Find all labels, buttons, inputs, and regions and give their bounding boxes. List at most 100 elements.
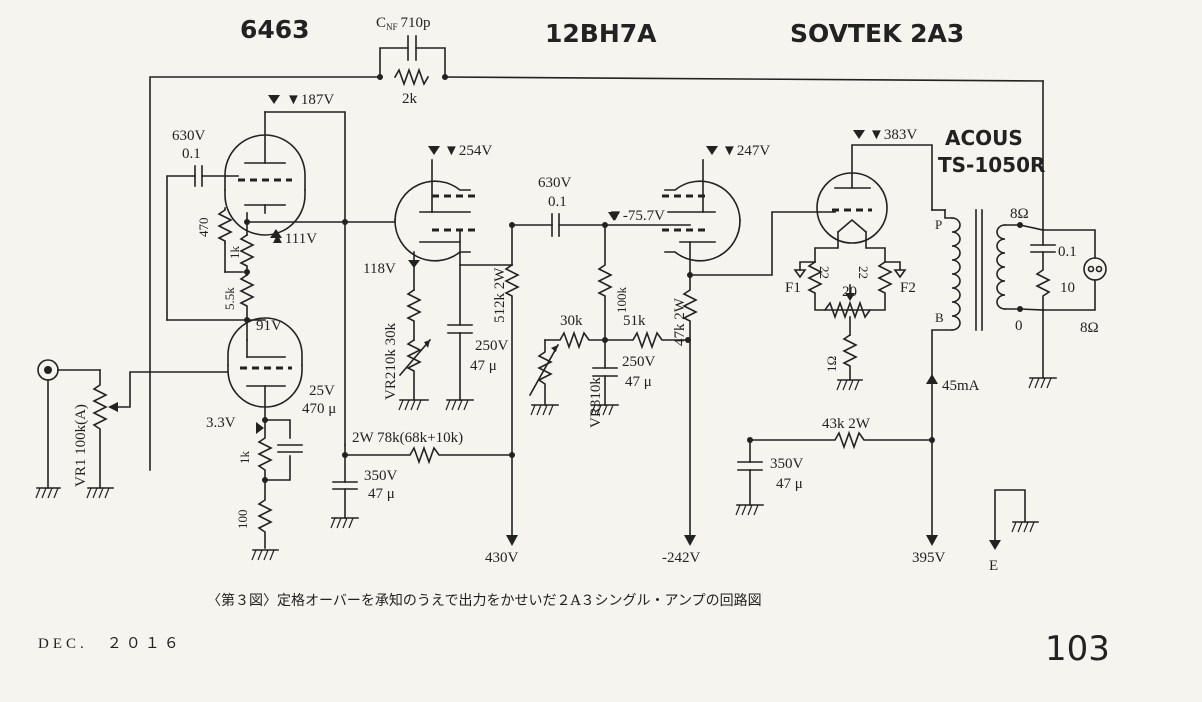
c630v-b-label: 630V bbox=[538, 175, 572, 191]
c250v-a-label: 250V bbox=[475, 338, 509, 354]
c47u-a-label: 47 μ bbox=[470, 358, 497, 374]
tube-12bh7a-left bbox=[394, 159, 513, 266]
v111-marker bbox=[270, 229, 282, 238]
v187-label: ▼187V bbox=[286, 92, 334, 108]
v3-3-marker bbox=[256, 422, 264, 434]
r100k-label: 100k bbox=[614, 287, 629, 314]
rnf-label: 2k bbox=[402, 91, 418, 107]
r47k-label: 47k 2W bbox=[672, 297, 688, 346]
r470 bbox=[217, 207, 244, 273]
r78k bbox=[330, 444, 515, 529]
tube-2a3 bbox=[814, 144, 933, 263]
r43k-label: 43k 2W bbox=[822, 416, 871, 432]
vr310k-label: VR310k bbox=[588, 377, 604, 428]
c350v-a-label: 350V bbox=[364, 468, 398, 484]
c250v-b-label: 250V bbox=[622, 354, 656, 370]
c350v-c-label: 350V bbox=[770, 456, 804, 472]
r10-label: 10 bbox=[1060, 280, 1075, 296]
v75-7-label: ▼-75.7V bbox=[608, 208, 665, 224]
output-transformer bbox=[926, 209, 1096, 546]
v383-label: ▼383V bbox=[869, 127, 917, 143]
v383-marker bbox=[853, 130, 865, 139]
r51k-label: 51k bbox=[623, 313, 646, 329]
cathode-bypass-250v bbox=[445, 264, 474, 411]
r1k-a-label: 1k bbox=[227, 246, 242, 260]
transformer-title-2: TS-1050R bbox=[938, 153, 1045, 177]
v254-label: ▼254V bbox=[444, 143, 492, 159]
cathode-chain bbox=[239, 212, 396, 341]
tube3-title: SOVTEK 2A3 bbox=[790, 19, 964, 48]
c0-1-c-label: 0.1 bbox=[1058, 244, 1077, 260]
vr1-pot[interactable] bbox=[86, 369, 229, 499]
c470u-label: 470 μ bbox=[302, 401, 336, 417]
tr-b-label: B bbox=[935, 310, 944, 325]
vr1-label: VR1 100k(A) bbox=[73, 404, 89, 487]
r470-label: 470 bbox=[196, 218, 211, 238]
v91-label: 91V bbox=[256, 318, 282, 334]
speaker-pin-2 bbox=[1095, 265, 1103, 273]
c-in-voltage: 630V bbox=[172, 128, 206, 144]
ground-100 bbox=[251, 549, 279, 561]
vr210k-label: VR210k 30k bbox=[383, 322, 399, 400]
tube2-title: 12BH7A bbox=[545, 19, 657, 48]
r22b-label: 22 bbox=[856, 266, 871, 279]
v187-marker bbox=[268, 95, 280, 104]
r1ohm-label: 1Ω bbox=[824, 356, 839, 372]
tube-6463-upper bbox=[224, 111, 346, 446]
c25v-label: 25V bbox=[309, 383, 335, 399]
r1k-b-label: 1k bbox=[237, 451, 252, 465]
c47u-d-label: 47 μ bbox=[776, 476, 803, 492]
tube-12bh7a-right bbox=[662, 159, 836, 546]
tr-8ohm-label: 8Ω bbox=[1010, 206, 1029, 222]
page-number: 103 bbox=[1045, 629, 1110, 669]
c-in-capacitance: 0.1 bbox=[182, 146, 201, 162]
issue-date: DEC. ２０１６ bbox=[38, 636, 183, 652]
v118-label: 118V bbox=[363, 261, 396, 277]
i45-label: 45mA bbox=[942, 378, 980, 394]
tr-p-label: P bbox=[935, 217, 942, 232]
v3-3-label: 3.3V bbox=[206, 415, 236, 431]
r512k-label: 512k 2W bbox=[492, 267, 508, 323]
v254-marker bbox=[428, 146, 440, 155]
bias-network bbox=[528, 224, 691, 416]
r22a-label: 22 bbox=[817, 266, 832, 279]
vr210k-chain bbox=[398, 251, 432, 411]
chassis-ground bbox=[989, 489, 1039, 550]
filament-network bbox=[793, 260, 907, 391]
r20-label: 20 bbox=[842, 284, 857, 300]
ground-e-label: E bbox=[989, 558, 998, 574]
r5k5-label: 5.5k bbox=[222, 287, 237, 310]
r100-label: 100 bbox=[235, 510, 250, 530]
coupling-cap bbox=[509, 213, 691, 237]
r78k-label: 2W 78k(68k+10k) bbox=[352, 430, 463, 446]
power-filter-43k bbox=[735, 430, 935, 516]
r512k bbox=[504, 224, 520, 546]
figure-caption: 〈第３図〉定格オーバーを承知のうえで出力をかせいだ２A３シングル・アンプの回路図 bbox=[207, 592, 762, 609]
c47u-b-label: 47 μ bbox=[368, 486, 395, 502]
v247-marker bbox=[706, 146, 718, 155]
tube1-title: 6463 bbox=[240, 15, 310, 44]
v75-7-marker bbox=[608, 212, 620, 221]
current-arrow bbox=[926, 374, 938, 384]
tr-0-label: 0 bbox=[1015, 318, 1023, 334]
f1-label: F1 bbox=[785, 280, 801, 296]
vm242-label: -242V bbox=[662, 550, 700, 566]
v430-label: 430V bbox=[485, 550, 519, 566]
speaker-pin-1 bbox=[1087, 265, 1095, 273]
v111-label: ▲111V bbox=[270, 231, 317, 247]
tube-6463-lower bbox=[227, 317, 303, 549]
input-jack bbox=[35, 359, 101, 499]
v247-label: ▼247V bbox=[722, 143, 770, 159]
v395-label: 395V bbox=[912, 550, 946, 566]
c0-1-b-label: 0.1 bbox=[548, 194, 567, 210]
r30k-label: 30k bbox=[560, 313, 583, 329]
f2-label: F2 bbox=[900, 280, 916, 296]
speaker-terminal bbox=[1083, 257, 1107, 281]
transformer-title-1: ACOUS bbox=[945, 126, 1023, 150]
spk-8ohm-label: 8Ω bbox=[1080, 320, 1099, 336]
c47u-c-label: 47 μ bbox=[625, 374, 652, 390]
